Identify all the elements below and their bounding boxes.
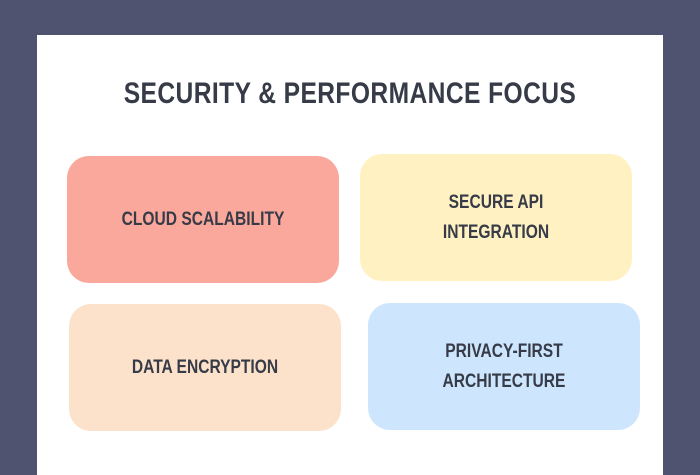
card-label: SECURE API INTEGRATION: [442, 191, 550, 243]
card-label: CLOUD SCALABILITY: [121, 208, 285, 230]
card-label: PRIVACY-FIRST ARCHITECTURE: [442, 340, 566, 392]
card-secure-api-integration: SECURE API INTEGRATION: [360, 154, 632, 281]
card-cloud-scalability: CLOUD SCALABILITY: [67, 156, 339, 283]
card-data-encryption: DATA ENCRYPTION: [69, 304, 341, 431]
page-title: SECURITY & PERFORMANCE FOCUS: [123, 77, 577, 110]
card-label: DATA ENCRYPTION: [131, 356, 279, 378]
card-privacy-first-architecture: PRIVACY-FIRST ARCHITECTURE: [368, 303, 640, 430]
